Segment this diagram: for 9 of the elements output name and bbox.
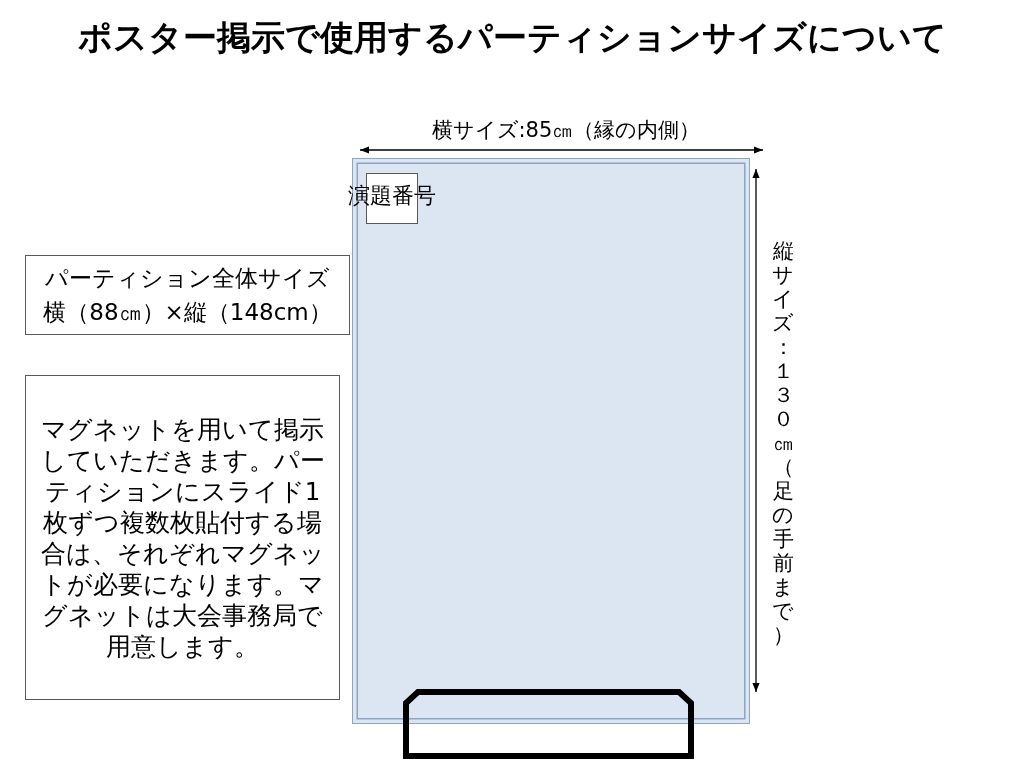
stand-foot bbox=[403, 689, 694, 759]
dimension-label: 縦サイズ：１３０㎝（足の手前まで） bbox=[771, 239, 795, 647]
note-box bbox=[25, 375, 340, 700]
box-heading: パーティション全体サイズ bbox=[45, 264, 330, 293]
note-text: マグネットを用いて掲示していただきます。パーティションにスライド1枚ずつ複数枚貼付する場合は、それぞれマグネットが必要になります。マグネットは大会事務局で用意します。 bbox=[39, 413, 326, 662]
box-text: 横（88㎝）×縦（148cm） bbox=[43, 298, 332, 327]
info-box bbox=[25, 255, 350, 335]
title: ポスター掲示で使用するパーティションサイズについて bbox=[76, 16, 948, 59]
dimension-label: 横サイズ:85㎝（縁の内側） bbox=[431, 117, 701, 144]
